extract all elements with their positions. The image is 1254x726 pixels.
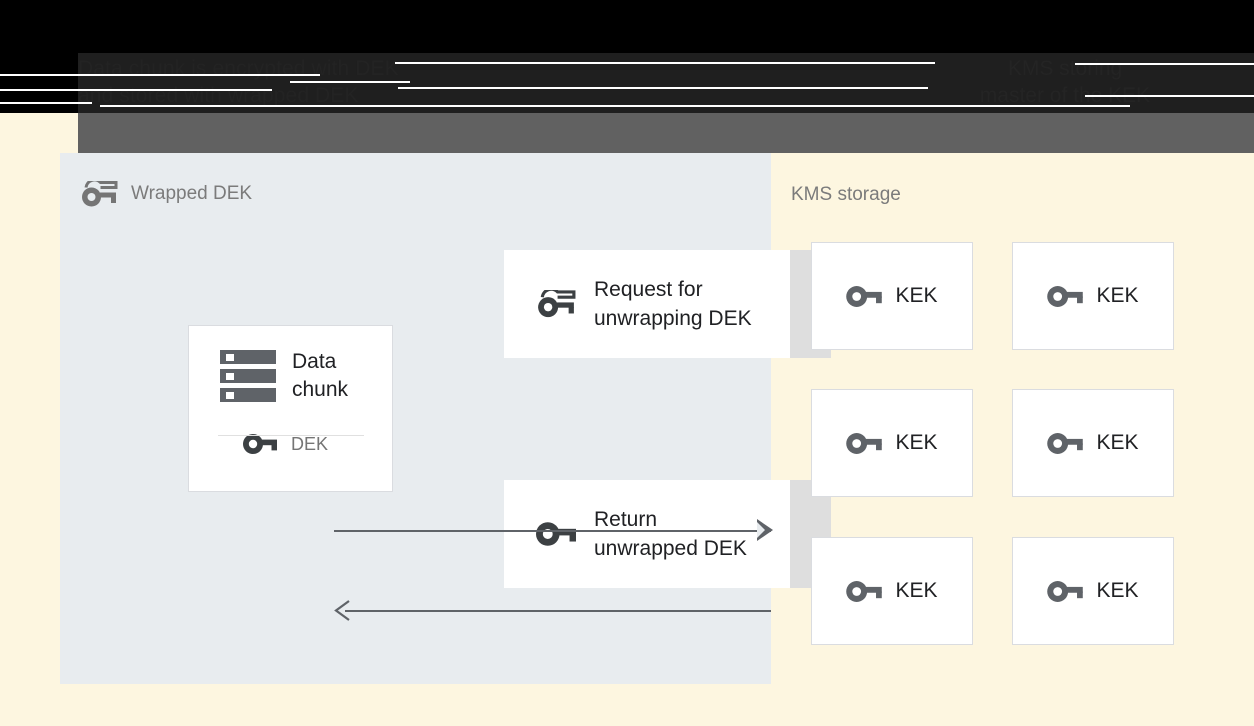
banner-dark-inset <box>0 53 78 121</box>
kek-box[interactable]: KEK <box>811 537 973 645</box>
data-chunk-label: Data chunk <box>292 350 349 401</box>
arrow-return-to-data-head <box>334 600 351 621</box>
banner-rule <box>1085 95 1254 97</box>
banner-rule <box>0 74 320 76</box>
key-icon <box>1047 580 1084 603</box>
key-icon <box>846 432 883 455</box>
data-chunk-dek-row: DEK <box>189 404 392 455</box>
banner-rule <box>398 87 928 89</box>
banner-rule <box>100 105 1130 107</box>
arrow-return-to-data-line <box>345 610 771 612</box>
key-icon <box>536 521 576 547</box>
diagram-canvas: Wrapped DEK Data chunk <box>0 153 1254 726</box>
arrow-request-to-kms-head <box>757 519 773 541</box>
request-unwrap-card[interactable]: Request for unwrapping DEK <box>504 250 790 358</box>
wrapped-key-icon <box>80 178 118 207</box>
banner-title-right: KMS storing master of the KEK <box>979 57 1151 107</box>
wrapped-dek-panel-title: Wrapped DEK <box>131 183 253 204</box>
key-icon <box>846 285 883 308</box>
kek-label: KEK <box>895 579 938 602</box>
kek-label: KEK <box>895 284 938 307</box>
kek-box[interactable]: KEK <box>811 389 973 497</box>
request-unwrap-label: Request for unwrapping DEK <box>594 278 752 330</box>
banner-rule <box>290 81 410 83</box>
data-chunk-dek-label: DEK <box>291 433 329 454</box>
kek-box[interactable]: KEK <box>811 242 973 350</box>
data-chunk-divider <box>218 435 364 436</box>
data-chunk-card-main: Data chunk <box>189 326 392 404</box>
banner-rule <box>0 89 272 91</box>
arrow-request-to-kms-line <box>334 530 771 532</box>
wrapped-dek-panel-header: Wrapped DEK <box>80 178 253 207</box>
server-stack-icon <box>220 349 276 403</box>
data-chunk-card[interactable]: Data chunk DEK <box>188 325 393 492</box>
banner-black-bar <box>0 0 1254 53</box>
kek-label: KEK <box>1096 431 1139 454</box>
kms-storage-title: KMS storage <box>791 184 901 205</box>
kek-label: KEK <box>1096 284 1139 307</box>
key-icon <box>846 580 883 603</box>
wrapped-dek-panel: Wrapped DEK Data chunk <box>60 153 831 684</box>
banner-rule <box>0 102 92 104</box>
kek-box[interactable]: KEK <box>1012 537 1174 645</box>
banner-rule <box>395 62 935 64</box>
wrapped-key-icon <box>536 287 576 318</box>
return-unwrapped-label: Return unwrapped DEK <box>594 508 747 560</box>
kek-label: KEK <box>1096 579 1139 602</box>
key-icon <box>1047 432 1084 455</box>
banner-gray-notch <box>0 113 78 153</box>
kek-box[interactable]: KEK <box>1012 242 1174 350</box>
kek-label: KEK <box>895 431 938 454</box>
key-icon <box>1047 285 1084 308</box>
kek-box[interactable]: KEK <box>1012 389 1174 497</box>
banner-gray-bar <box>0 113 1254 153</box>
banner-rule <box>1075 63 1254 65</box>
return-unwrapped-card[interactable]: Return unwrapped DEK <box>504 480 790 588</box>
key-icon <box>243 433 277 455</box>
